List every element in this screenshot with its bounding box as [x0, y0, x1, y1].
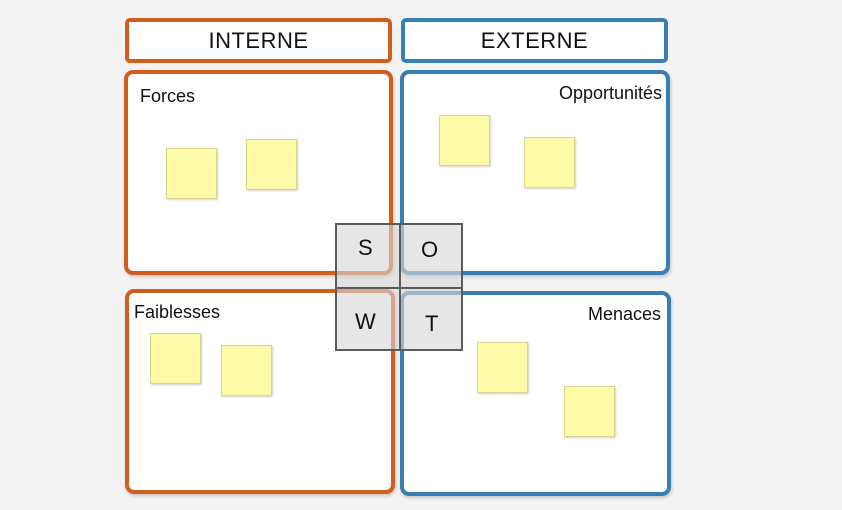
sticky-note[interactable]: [166, 148, 217, 199]
swot-center-grid: S O W T: [335, 223, 463, 351]
swot-letter-o: O: [421, 237, 439, 262]
quadrant-opportunites-title: Opportunités: [558, 83, 662, 103]
quadrant-menaces[interactable]: Menaces: [400, 291, 671, 496]
sticky-note[interactable]: [221, 345, 272, 396]
swot-letter-s: S: [358, 235, 373, 260]
sticky-note[interactable]: [477, 342, 528, 393]
swot-grid-divider-horizontal: [337, 287, 461, 289]
sticky-note[interactable]: [246, 139, 297, 190]
sticky-note[interactable]: [564, 386, 615, 437]
quadrant-forces-title: Forces: [140, 86, 196, 106]
swot-letter-w: W: [355, 309, 376, 334]
sticky-note[interactable]: [150, 333, 201, 384]
header-interne: INTERNE: [125, 18, 392, 63]
quadrant-menaces-title: Menaces: [587, 304, 661, 324]
quadrant-faiblesses-title: Faiblesses: [134, 302, 221, 322]
sticky-note[interactable]: [439, 115, 490, 166]
quadrant-forces[interactable]: Forces: [124, 70, 393, 275]
header-interne-label: INTERNE: [208, 27, 309, 53]
swot-letter-t: T: [425, 311, 439, 336]
sticky-note[interactable]: [524, 137, 575, 188]
header-externe: EXTERNE: [401, 18, 668, 63]
header-externe-label: EXTERNE: [480, 27, 589, 53]
